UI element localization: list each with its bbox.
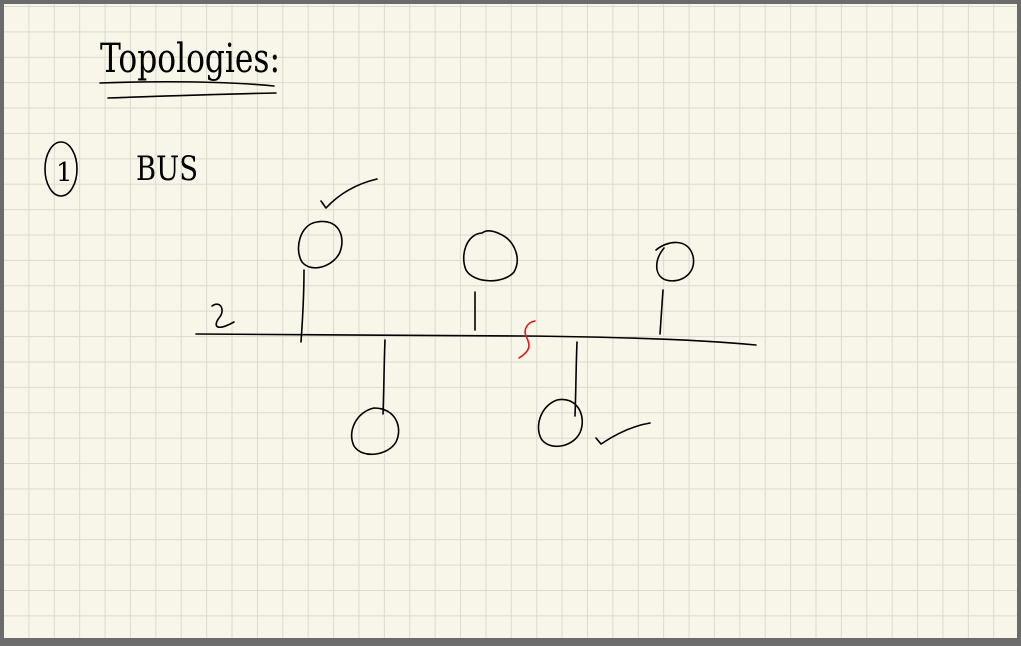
title-underline [99, 80, 275, 87]
section-number-circle [44, 141, 78, 197]
bus-backbone [195, 333, 757, 346]
node-circle [655, 241, 695, 282]
check-mark [320, 178, 378, 209]
title-underline [107, 92, 277, 99]
bus-terminator [211, 303, 235, 329]
node-drop-line [300, 269, 305, 343]
node-circle [350, 407, 400, 455]
node-circle [462, 230, 518, 282]
node-drop-line [659, 289, 664, 335]
node-circle [297, 220, 343, 269]
section-label: BUS [136, 149, 198, 189]
check-mark [595, 422, 651, 445]
node-circle [537, 398, 583, 448]
page-title: Topologies: [100, 36, 280, 82]
handwritten-sketch: Topologies: 1 BUS [44, 36, 757, 455]
section-number: 1 [56, 158, 73, 188]
node-drop-line [382, 339, 386, 415]
node-drop-line [574, 341, 578, 417]
bus-break-mark [518, 320, 536, 359]
